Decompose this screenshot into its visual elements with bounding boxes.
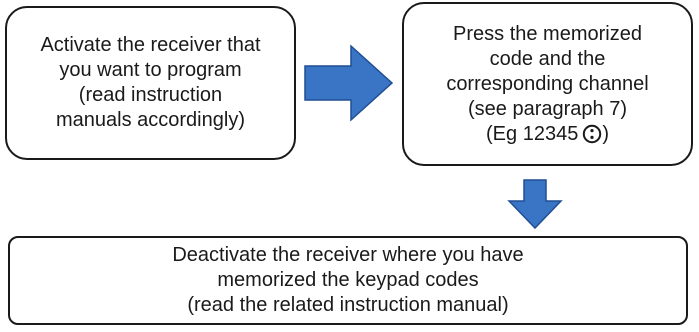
- step-2-line-1: Press the memorized: [453, 22, 642, 45]
- step-1-box: Activate the receiver that you want to p…: [5, 6, 296, 160]
- step-3-line-2: memorized the keypad codes: [217, 269, 479, 291]
- step-2-line-4: (see paragraph 7): [468, 97, 627, 120]
- step-3-line-1: Deactivate the receiver where you have: [172, 244, 524, 266]
- step-3-box: Deactivate the receiver where you have m…: [8, 236, 688, 325]
- step-1-line-3: (read instruction: [78, 84, 223, 106]
- step-1-text: Activate the receiver that you want to p…: [40, 33, 260, 133]
- step-2-line-2: code and the: [489, 47, 606, 70]
- step-2-example-suffix: ): [602, 122, 609, 145]
- step-2-example-prefix: (Eg 12345: [486, 122, 579, 145]
- arrow-right-shape: [304, 44, 394, 122]
- step-3-line-3: (read the related instruction manual): [187, 294, 509, 316]
- arrow-down-shape: [507, 179, 563, 230]
- arrow-down-icon: [507, 179, 563, 230]
- step-1-line-4: manuals accordingly): [56, 109, 245, 131]
- step-2-example-line: (Eg 12345 ): [486, 122, 609, 147]
- step-1-line-2: you want to program: [59, 59, 242, 81]
- step-2-box: Press the memorized code and the corresp…: [402, 2, 693, 166]
- step-3-text: Deactivate the receiver where you have m…: [172, 243, 523, 318]
- step-2-line-3: corresponding channel: [446, 72, 649, 95]
- step-1-line-1: Activate the receiver that: [40, 34, 261, 56]
- colon-key-icon: [583, 124, 602, 144]
- step-2-text: Press the memorized code and the corresp…: [446, 22, 648, 147]
- arrow-right-icon: [304, 44, 394, 122]
